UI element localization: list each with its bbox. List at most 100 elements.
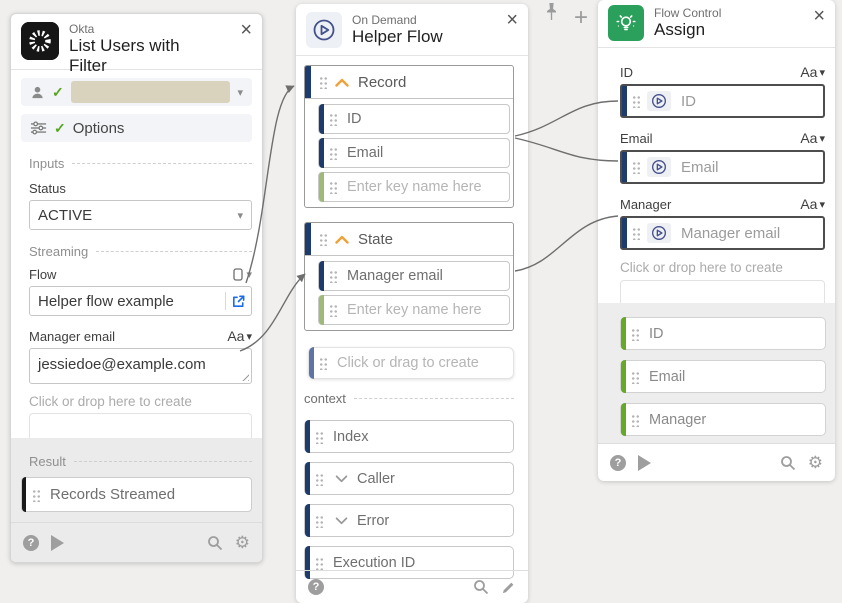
helper-close-icon[interactable]: × [506, 9, 518, 31]
help-icon[interactable]: ? [23, 534, 39, 551]
flow-type-selector[interactable]: ▾ [233, 268, 252, 281]
person-icon [30, 85, 45, 100]
helper-card-title: Helper Flow [352, 26, 443, 46]
context-pill-caller[interactable]: Caller [304, 462, 514, 495]
helper-card-header: On Demand Helper Flow × [296, 4, 528, 56]
open-flow-external-link-icon[interactable] [231, 294, 246, 309]
run-flow-icon[interactable] [51, 534, 64, 551]
flow-control-app-label: Flow Control [654, 6, 722, 21]
drag-dots-icon [631, 326, 640, 341]
expand-chevron-down-icon[interactable] [335, 516, 348, 525]
drag-dots-icon [329, 146, 338, 160]
flow-input[interactable]: Helper flow example [29, 286, 252, 316]
manager-email-textarea[interactable]: jessiedoe@example.com [29, 348, 252, 384]
collapse-chevron-up-icon[interactable] [335, 78, 349, 87]
flow-ref-icon [233, 268, 244, 281]
context-pill-execution-id[interactable]: Execution ID [304, 546, 514, 579]
records-streamed-bar [22, 477, 26, 512]
state-child-pill-manager-email[interactable]: Manager email [318, 261, 510, 291]
state-group-header[interactable]: State [305, 223, 513, 256]
run-flow-icon[interactable] [638, 454, 651, 471]
mapped-flow-chip[interactable] [647, 157, 671, 177]
records-streamed-pill[interactable]: Records Streamed [21, 477, 252, 512]
record-group-header[interactable]: Record [305, 66, 513, 99]
circled-play-icon [652, 160, 666, 174]
status-select[interactable]: ACTIVE ▾ [29, 200, 252, 230]
drag-dots-icon [319, 356, 328, 370]
assign-id-type-selector[interactable]: Aa ▾ [800, 64, 825, 80]
create-variable-pill[interactable]: Click or drag to create [308, 347, 514, 379]
assign-email-field[interactable]: Email [620, 150, 825, 184]
help-icon[interactable]: ? [308, 579, 324, 595]
output-pill-manager[interactable]: Manager [620, 403, 826, 436]
assign-id-field[interactable]: ID [620, 84, 825, 118]
mapped-flow-chip[interactable] [647, 91, 671, 111]
type-caret-icon: ▾ [819, 198, 825, 211]
settings-gear-icon[interactable]: ⚙ [807, 453, 823, 472]
assign-id-label: ID [620, 64, 633, 80]
assign-manager-label: Manager [620, 196, 672, 212]
drag-dots-icon [632, 226, 641, 240]
resize-handle[interactable] [240, 372, 249, 381]
account-caret-icon[interactable]: ▾ [237, 86, 243, 99]
okta-close-icon[interactable]: × [240, 19, 252, 41]
output-pill-id[interactable]: ID [620, 317, 826, 350]
okta-card-header: Okta List Users with Filter × [11, 14, 262, 75]
options-check-icon: ✓ [54, 119, 66, 136]
status-caret-icon[interactable]: ▾ [237, 209, 243, 222]
assign-outputs-section: ID Email Manager [598, 303, 835, 443]
collapse-chevron-up-icon[interactable] [335, 235, 349, 244]
helper-card-footer: ? [296, 570, 528, 603]
state-new-key-pill[interactable]: Enter key name here [318, 295, 510, 325]
okta-app-icon [21, 22, 59, 60]
okta-drop-hint: Click or drop here to create [29, 394, 192, 409]
state-group-label: State [358, 230, 394, 248]
account-name-redacted[interactable] [70, 81, 231, 103]
help-icon[interactable]: ? [610, 454, 626, 471]
inputs-divider: Inputs [29, 156, 252, 171]
assign-card-title: Assign [654, 20, 706, 40]
assign-email-type-selector[interactable]: Aa ▾ [800, 130, 825, 146]
drag-dots-icon [32, 487, 41, 502]
record-group-label: Record [358, 73, 407, 91]
assign-card-footer: ? ⚙ [598, 443, 835, 481]
search-icon[interactable] [207, 535, 223, 551]
add-card-plus-icon[interactable]: + [574, 4, 589, 31]
assign-manager-field[interactable]: Manager email [620, 216, 825, 250]
output-pill-email[interactable]: Email [620, 360, 826, 393]
flow-type-caret-icon: ▾ [246, 269, 252, 281]
assign-close-icon[interactable]: × [813, 5, 825, 27]
record-new-key-pill[interactable]: Enter key name here [318, 172, 510, 202]
assign-manager-type-selector[interactable]: Aa ▾ [800, 196, 825, 212]
context-pill-error[interactable]: Error [304, 504, 514, 537]
okta-result-section: Result Records Streamed ? ⚙ [11, 438, 262, 562]
pin-card-icon[interactable] [543, 2, 560, 21]
helper-flow-card: On Demand Helper Flow × Record ID [296, 4, 528, 603]
manager-email-type-selector[interactable]: Aa ▾ [227, 328, 252, 344]
record-child-pill-email[interactable]: Email [318, 138, 510, 168]
search-icon[interactable] [780, 455, 796, 471]
circled-play-icon [652, 94, 666, 108]
type-caret-icon: ▾ [819, 132, 825, 145]
settings-gear-icon[interactable]: ⚙ [234, 533, 250, 552]
record-group: Record ID Email Enter key name here [304, 65, 514, 208]
assign-card: Flow Control Assign × ID Aa ▾ ID Email A… [598, 0, 835, 481]
state-bar [305, 223, 311, 255]
edit-pencil-icon[interactable] [501, 580, 516, 595]
state-group: State Manager email Enter key name here [304, 222, 514, 331]
circled-play-icon [652, 226, 666, 240]
flow-input-divider [225, 292, 226, 310]
okta-card-footer: ? ⚙ [11, 522, 262, 562]
record-child-pill-id[interactable]: ID [318, 104, 510, 134]
mapped-flow-chip[interactable] [647, 223, 671, 243]
context-pill-index[interactable]: Index [304, 420, 514, 453]
result-divider: Result [29, 454, 252, 469]
on-demand-app-label: On Demand [352, 12, 417, 27]
search-icon[interactable] [473, 579, 489, 595]
account-row[interactable]: ✓ ▾ [21, 78, 252, 106]
sliders-icon [30, 121, 47, 135]
expand-chevron-down-icon[interactable] [335, 474, 348, 483]
options-row[interactable]: ✓ Options [21, 114, 252, 142]
okta-card: Okta List Users with Filter × ✓ ▾ ✓ Opti… [10, 13, 263, 563]
record-bar [305, 66, 311, 98]
